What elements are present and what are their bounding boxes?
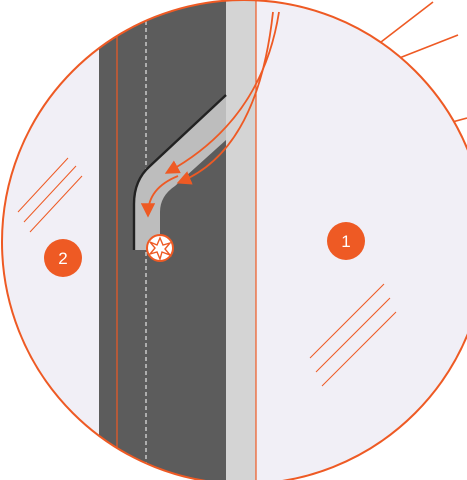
glass-reflection-left bbox=[17, 157, 83, 233]
glass-reflection-right bbox=[309, 283, 397, 387]
arrow-icon bbox=[140, 11, 280, 218]
star-burst-icon bbox=[146, 234, 174, 262]
marker-2: 2 bbox=[44, 239, 82, 277]
marker-2-label: 2 bbox=[58, 249, 67, 268]
marker-1-label: 1 bbox=[341, 232, 350, 251]
marker-1: 1 bbox=[327, 222, 365, 260]
crack-outline bbox=[132, 94, 227, 250]
light-frame-profile bbox=[226, 0, 256, 480]
